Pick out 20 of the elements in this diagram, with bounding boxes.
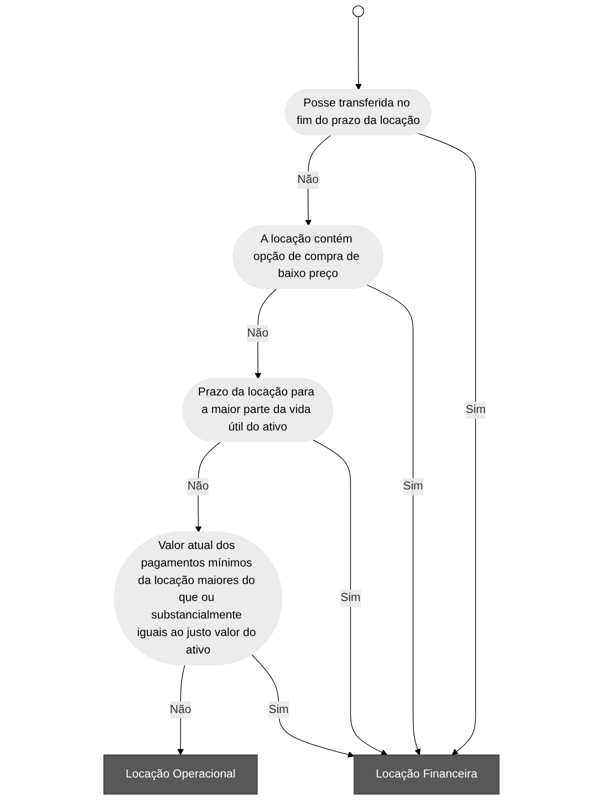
node-circle [352,5,364,18]
edge-label: Não [247,326,268,340]
edge-label: Sim [340,592,361,604]
arrow [254,288,277,380]
arrow [305,135,332,226]
edge-label: Sim [466,404,486,416]
node-box: Locação Operacional [104,754,258,795]
arrow [366,284,421,756]
edge-label: Não [170,703,192,716]
arrow [195,442,221,533]
edge-label: Sim [268,703,289,716]
arrow [418,133,476,756]
edge-label: Não [188,480,209,493]
node-box: Locação Financeira [354,754,500,795]
arrow [251,654,354,758]
arrow [177,664,186,756]
edge-label: Não [297,174,319,186]
arrow [355,16,362,90]
edge-label: Sim [403,480,424,493]
arrow [312,440,388,756]
